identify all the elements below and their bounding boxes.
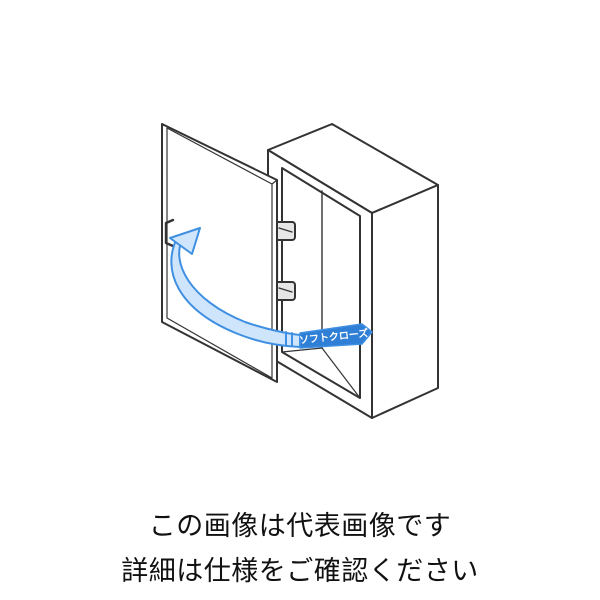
door-handle bbox=[164, 218, 175, 248]
cabinet-door bbox=[161, 123, 278, 383]
hinge-bottom bbox=[274, 281, 296, 301]
caption-line-2: 詳細は仕様をご確認ください bbox=[121, 556, 479, 587]
soft-close-arrow bbox=[169, 227, 373, 349]
caption-line-1: この画像は代表画像です bbox=[148, 511, 452, 542]
cabinet-body bbox=[267, 123, 439, 419]
